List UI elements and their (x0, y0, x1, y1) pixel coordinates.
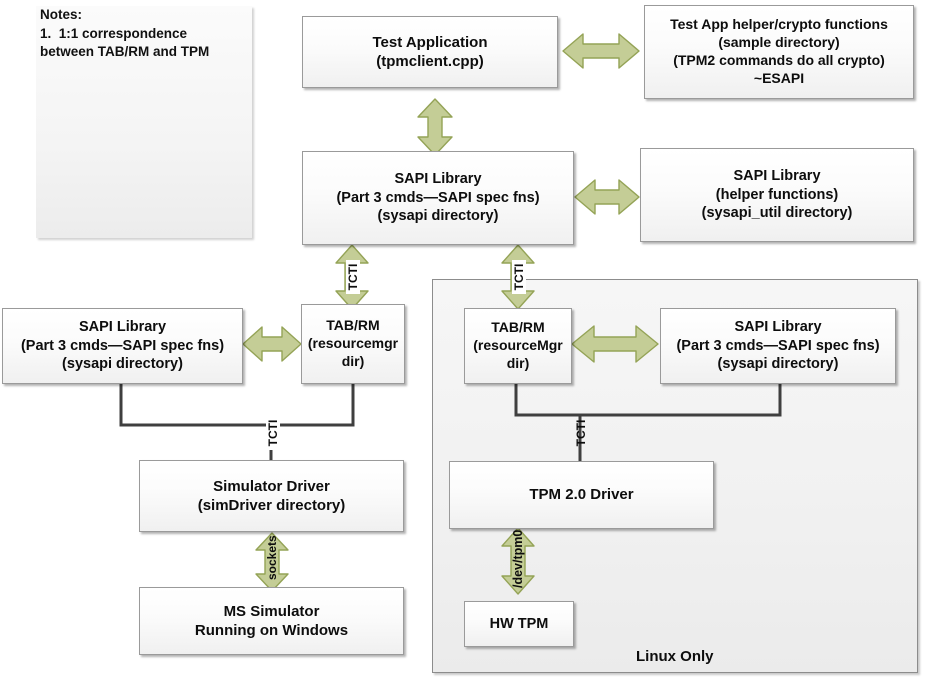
box-simulator-driver-line-1: Simulator Driver (213, 477, 330, 495)
box-tpm-driver[interactable]: TPM 2.0 Driver (449, 461, 714, 529)
box-test-application[interactable]: Test Application (tpmclient.cpp) (302, 16, 558, 88)
tcti-label-right-upper: TCTI (512, 260, 526, 294)
box-sapi-library-main-line-2: (Part 3 cmds—SAPI spec fns) (336, 189, 540, 206)
box-tab-rm-left-line-2: (resourcemgr (307, 335, 399, 352)
box-sapi-library-right-line-2: (Part 3 cmds—SAPI spec fns) (676, 337, 880, 354)
box-tab-rm-left-line-1: TAB/RM (326, 317, 380, 334)
connector-bracket-right (514, 380, 782, 468)
sockets-label: sockets (265, 535, 279, 580)
box-sapi-library-left-line-3: (sysapi directory) (62, 356, 183, 373)
box-tab-rm-right-line-3: dir) (506, 354, 530, 371)
box-tab-rm-right-line-2: (resourceMgr (473, 337, 563, 354)
box-simulator-driver[interactable]: Simulator Driver (simDriver directory) (139, 460, 404, 532)
box-ms-simulator-line-1: MS Simulator (223, 602, 320, 620)
notes-heading: Notes: (40, 7, 83, 22)
arrow-sapileft-to-tabrmleft (242, 326, 302, 362)
box-sapi-library-helper-line-1: SAPI Library (733, 168, 821, 185)
box-hw-tpm[interactable]: HW TPM (464, 601, 574, 647)
box-test-app-helper-line-2: (sample directory) (718, 34, 840, 51)
box-sapi-library-left-line-2: (Part 3 cmds—SAPI spec fns) (20, 337, 225, 354)
box-sapi-library-left-line-1: SAPI Library (78, 319, 167, 336)
notes-panel (36, 6, 252, 238)
box-test-application-line-2: (tpmclient.cpp) (376, 53, 484, 70)
box-sapi-library-main-line-1: SAPI Library (394, 171, 482, 188)
box-sapi-library-left[interactable]: SAPI Library (Part 3 cmds—SAPI spec fns)… (2, 308, 243, 384)
box-sapi-library-right[interactable]: SAPI Library (Part 3 cmds—SAPI spec fns)… (660, 308, 896, 384)
connector-bracket-left (119, 380, 355, 468)
box-sapi-library-right-line-1: SAPI Library (734, 319, 822, 336)
box-sapi-library-main[interactable]: SAPI Library (Part 3 cmds—SAPI spec fns)… (302, 151, 574, 245)
box-test-app-helper-line-4: ~ESAPI (753, 69, 805, 86)
linux-only-label: Linux Only (636, 648, 714, 665)
box-sapi-library-helper[interactable]: SAPI Library (helper functions) (sysapi_… (640, 148, 914, 242)
tcti-label-left-lower: TCTI (266, 416, 280, 450)
box-ms-simulator[interactable]: MS Simulator Running on Windows (139, 587, 404, 655)
box-test-application-line-1: Test Application (372, 33, 488, 51)
box-sapi-library-right-line-3: (sysapi directory) (717, 356, 839, 373)
notes-item-1: 1. 1:1 correspondence (40, 26, 188, 41)
box-sapi-library-helper-line-2: (helper functions) (715, 186, 839, 203)
box-tab-rm-left[interactable]: TAB/RM (resourcemgr dir) (301, 304, 405, 384)
box-tab-rm-right[interactable]: TAB/RM (resourceMgr dir) (464, 308, 572, 384)
arrow-tpmdriver-to-hwtpm (501, 527, 535, 595)
box-sapi-library-main-line-3: (sysapi directory) (377, 208, 499, 225)
box-test-app-helper-line-3: (TPM2 commands do all crypto) (673, 52, 885, 68)
box-ms-simulator-line-2: Running on Windows (194, 622, 349, 639)
box-tab-rm-right-line-1: TAB/RM (491, 319, 545, 336)
box-tab-rm-left-line-3: dir) (341, 352, 365, 369)
arrow-testapp-to-helper (562, 33, 640, 69)
box-sapi-library-helper-line-3: (sysapi_util directory) (701, 205, 853, 222)
tcti-label-left-upper: TCTI (346, 260, 360, 294)
tcti-label-right-lower: TCTI (574, 419, 588, 447)
box-tpm-driver-line-1: TPM 2.0 Driver (529, 486, 634, 504)
notes-item-2: between TAB/RM and TPM (40, 44, 210, 59)
arrow-sapi-to-sapihelper (574, 179, 640, 215)
dev-tpm0-label: /dev/tpm0 (511, 529, 525, 588)
box-simulator-driver-line-2: (simDriver directory) (197, 497, 346, 514)
box-test-app-helper-line-1: Test App helper/crypto functions (670, 16, 888, 33)
arrow-tabrmright-to-sapiright (571, 325, 659, 363)
box-hw-tpm-line-1: HW TPM (489, 615, 549, 632)
arrow-testapp-to-sapi (417, 98, 453, 156)
box-test-app-helper[interactable]: Test App helper/crypto functions (sample… (644, 5, 914, 99)
